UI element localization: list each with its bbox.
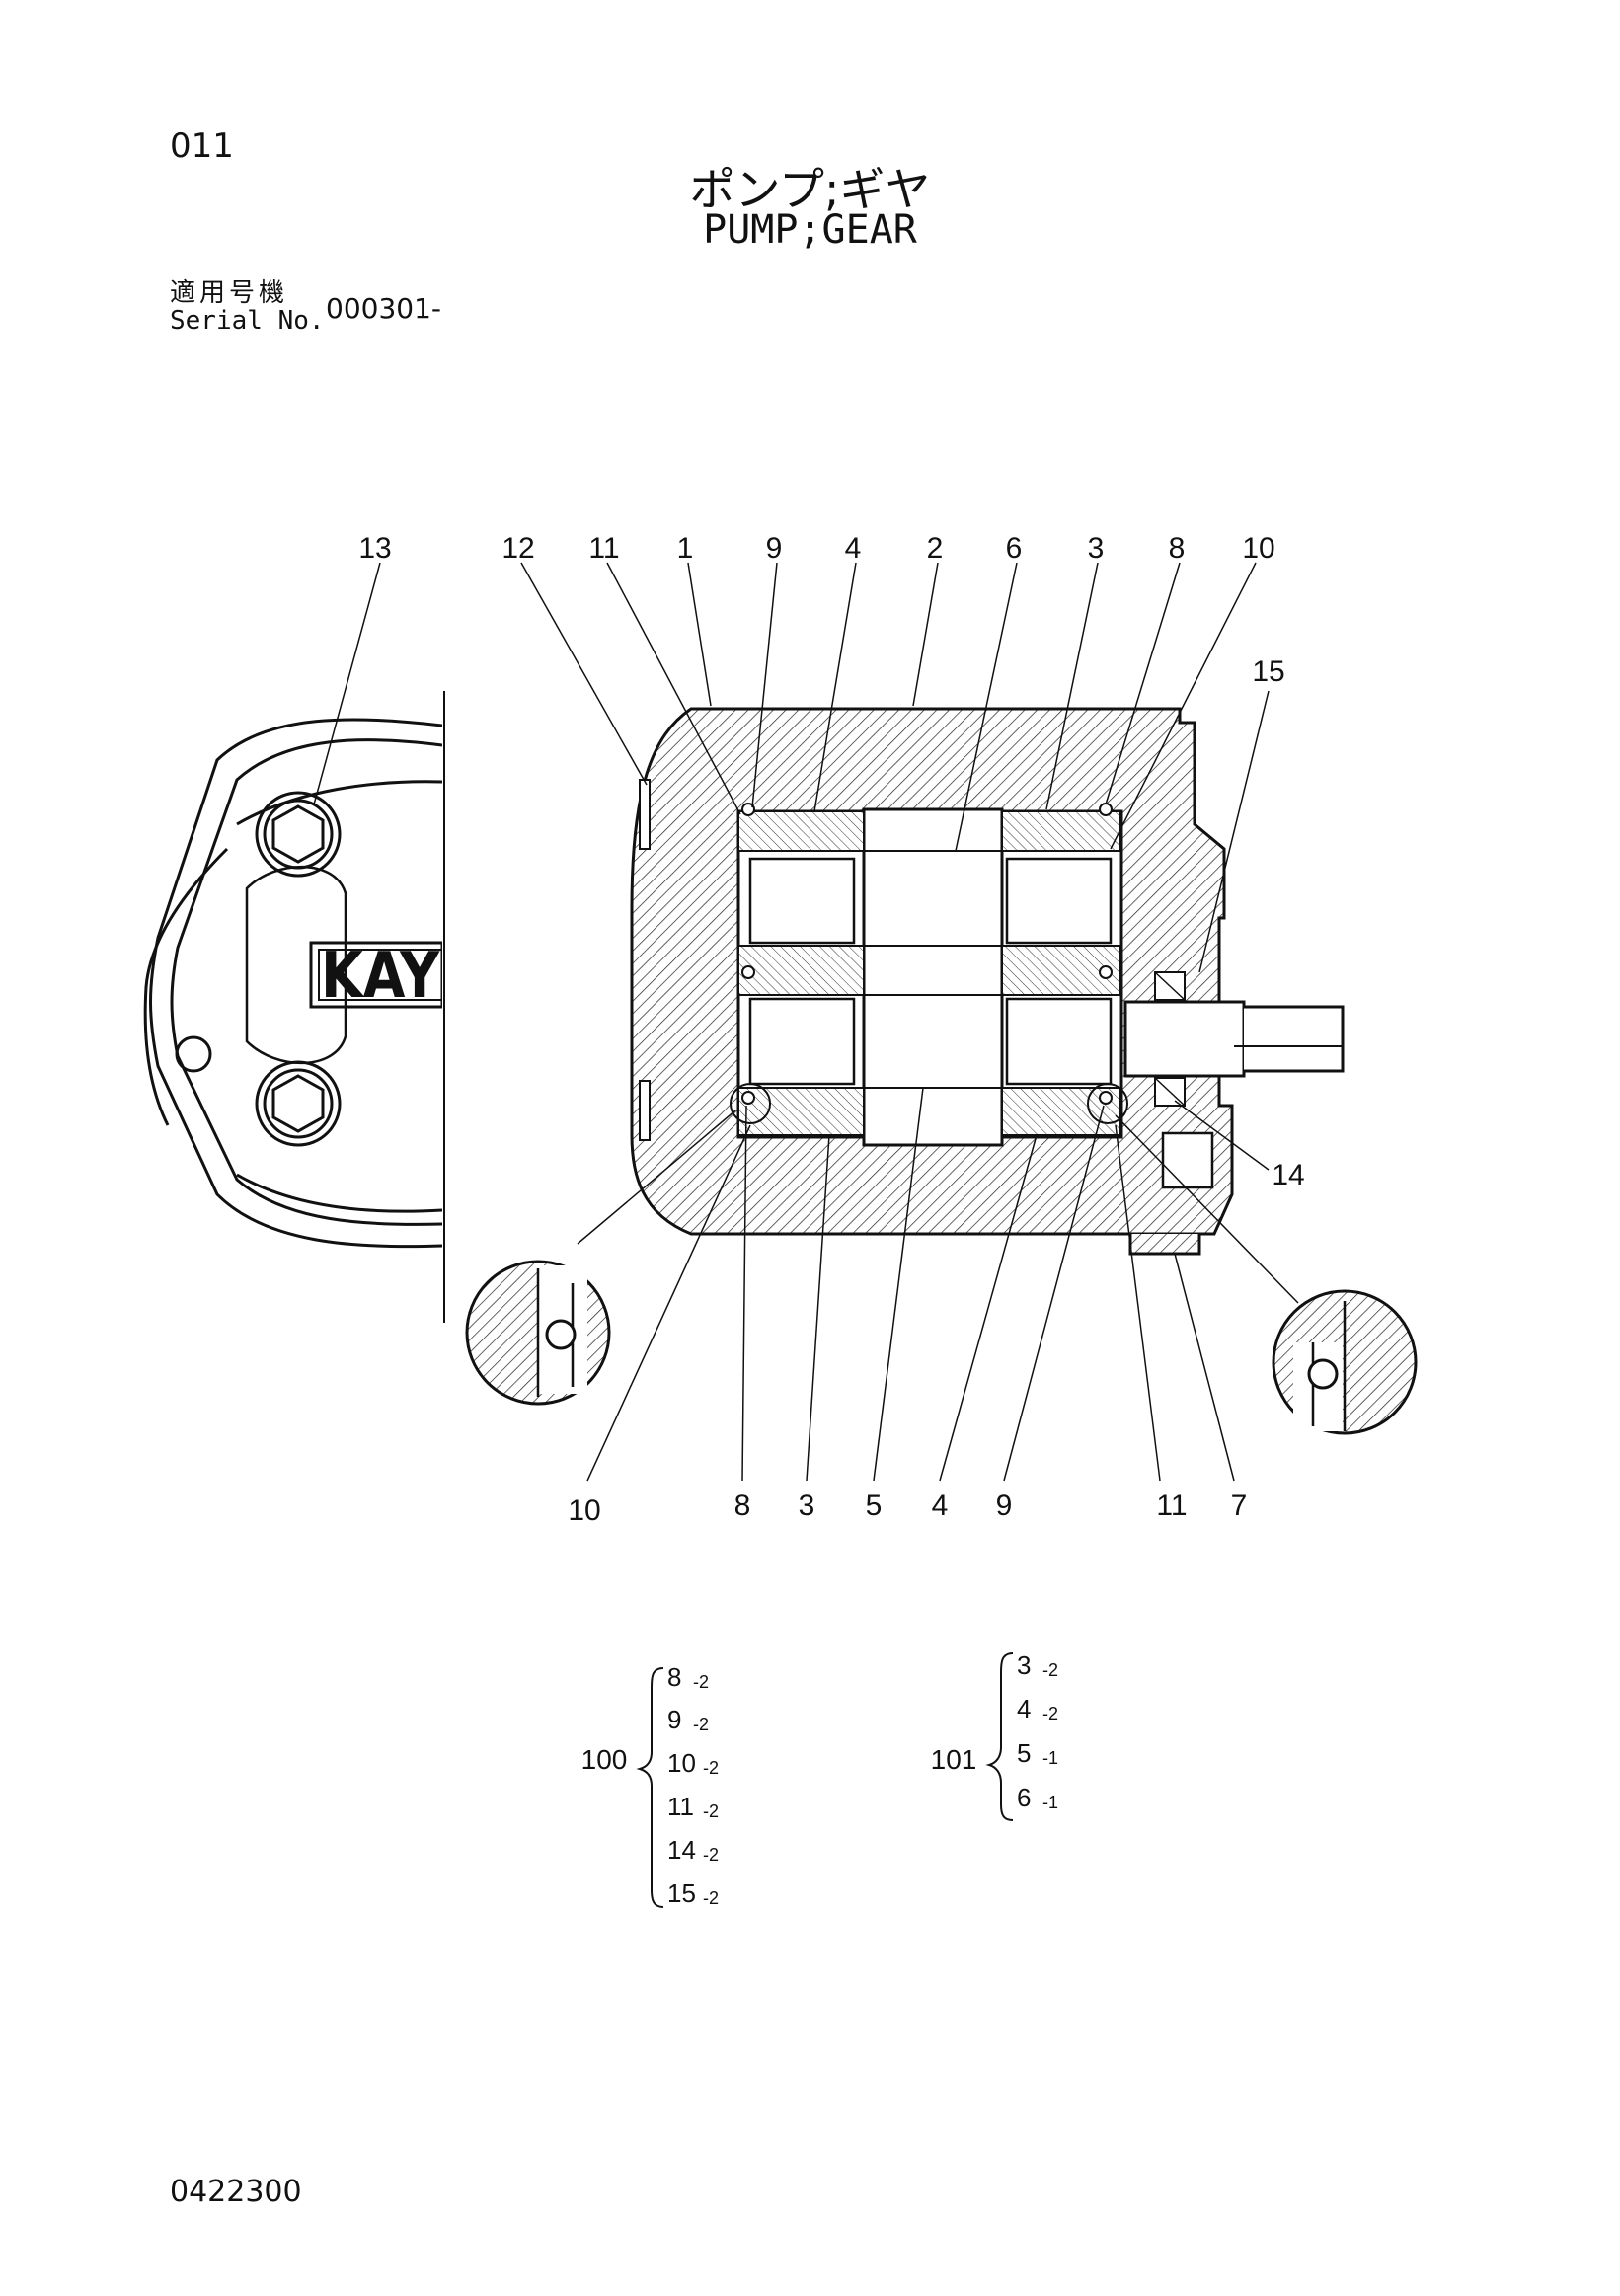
page-title-english: PUMP;GEAR bbox=[703, 207, 917, 253]
callout-14: 14 bbox=[1272, 1159, 1304, 1191]
manufacturer-logo: KAY bbox=[321, 940, 440, 1013]
set-number: 101 bbox=[931, 1744, 977, 1775]
set-item: 11 -2 bbox=[667, 1792, 719, 1821]
callout-10: 10 bbox=[1242, 532, 1274, 565]
set-number: 100 bbox=[581, 1744, 628, 1775]
set-item-qty: -2 bbox=[1042, 1704, 1058, 1723]
callouts-right: 14 bbox=[1272, 1159, 1304, 1191]
set-item: 6 -1 bbox=[1017, 1783, 1058, 1812]
callout-11-bottom: 11 bbox=[1156, 1490, 1187, 1522]
page-title-japanese: ポンプ;ギヤ bbox=[689, 163, 931, 216]
set-item-qty: -1 bbox=[1042, 1793, 1058, 1812]
pump-end-view: KAY bbox=[143, 718, 442, 1249]
page-number: 011 bbox=[170, 126, 234, 166]
detail-circle-left bbox=[465, 1260, 611, 1406]
leader-lines bbox=[313, 562, 1299, 1482]
set-item-qty: -1 bbox=[1042, 1748, 1058, 1768]
set-brace bbox=[636, 1667, 664, 1908]
set-item: 4 -2 bbox=[1017, 1694, 1058, 1723]
set-item: 9 -2 bbox=[667, 1705, 709, 1734]
part-set-100: 100 8 -2 9 -2 10 -2 11 -2 14 -2 15 -2 bbox=[581, 1662, 719, 1908]
callout-7-bottom: 7 bbox=[1231, 1490, 1248, 1522]
set-brace bbox=[985, 1652, 1014, 1821]
callout-12: 12 bbox=[501, 532, 534, 565]
callout-2: 2 bbox=[927, 532, 944, 565]
set-item-qty: -2 bbox=[693, 1672, 709, 1692]
set-item-qty: -2 bbox=[703, 1888, 719, 1908]
serial-number-value: 000301- bbox=[326, 292, 441, 325]
callout-3: 3 bbox=[1088, 532, 1105, 565]
set-item-part: 9 bbox=[667, 1705, 681, 1734]
set-item: 10 -2 bbox=[667, 1748, 719, 1778]
set-item-part: 6 bbox=[1017, 1783, 1031, 1812]
set-item: 5 -1 bbox=[1017, 1738, 1058, 1768]
set-item-part: 15 bbox=[667, 1878, 696, 1908]
set-item-part: 4 bbox=[1017, 1694, 1031, 1723]
set-item-qty: -2 bbox=[703, 1801, 719, 1821]
callouts-bottom: 10 8 3 5 4 9 11 7 bbox=[568, 1490, 1247, 1527]
set-item-qty: -2 bbox=[693, 1715, 709, 1734]
set-item-qty: -2 bbox=[703, 1758, 719, 1778]
part-set-101: 101 3 -2 4 -2 5 -1 6 -1 bbox=[931, 1650, 1058, 1821]
callouts-top: 13 12 11 1 9 4 2 6 3 8 10 15 bbox=[358, 532, 1284, 688]
detail-circle-right bbox=[1272, 1289, 1418, 1435]
set-item-part: 11 bbox=[667, 1792, 694, 1821]
callout-4-bottom: 4 bbox=[932, 1490, 949, 1522]
set-item: 14 -2 bbox=[667, 1835, 719, 1865]
callout-1: 1 bbox=[677, 532, 694, 565]
drawing-number: 0422300 bbox=[170, 2175, 302, 2209]
callout-5-bottom: 5 bbox=[866, 1490, 883, 1522]
callout-10-bottom: 10 bbox=[568, 1494, 600, 1527]
callout-6: 6 bbox=[1006, 532, 1023, 565]
serial-label-japanese: 適用号機 bbox=[170, 278, 289, 308]
set-item-part: 8 bbox=[667, 1662, 681, 1692]
callout-9-bottom: 9 bbox=[996, 1490, 1013, 1522]
callout-8-bottom: 8 bbox=[734, 1490, 751, 1522]
pump-section-view bbox=[630, 707, 1345, 1256]
callout-9: 9 bbox=[766, 532, 783, 565]
serial-label-english: Serial No. bbox=[170, 306, 325, 336]
set-item-qty: -2 bbox=[703, 1845, 719, 1865]
set-item-part: 10 bbox=[667, 1748, 696, 1778]
set-item: 8 -2 bbox=[667, 1662, 709, 1692]
set-item: 15 -2 bbox=[667, 1878, 719, 1908]
callout-3-bottom: 3 bbox=[799, 1490, 815, 1522]
set-item-part: 3 bbox=[1017, 1650, 1031, 1680]
set-item: 3 -2 bbox=[1017, 1650, 1058, 1680]
callout-15: 15 bbox=[1252, 655, 1284, 688]
set-item-part: 14 bbox=[667, 1835, 696, 1865]
callout-11: 11 bbox=[588, 532, 619, 565]
set-item-qty: -2 bbox=[1042, 1660, 1058, 1680]
callout-8: 8 bbox=[1169, 532, 1186, 565]
set-item-part: 5 bbox=[1017, 1738, 1031, 1768]
callout-4: 4 bbox=[845, 532, 862, 565]
callout-13: 13 bbox=[358, 532, 391, 565]
